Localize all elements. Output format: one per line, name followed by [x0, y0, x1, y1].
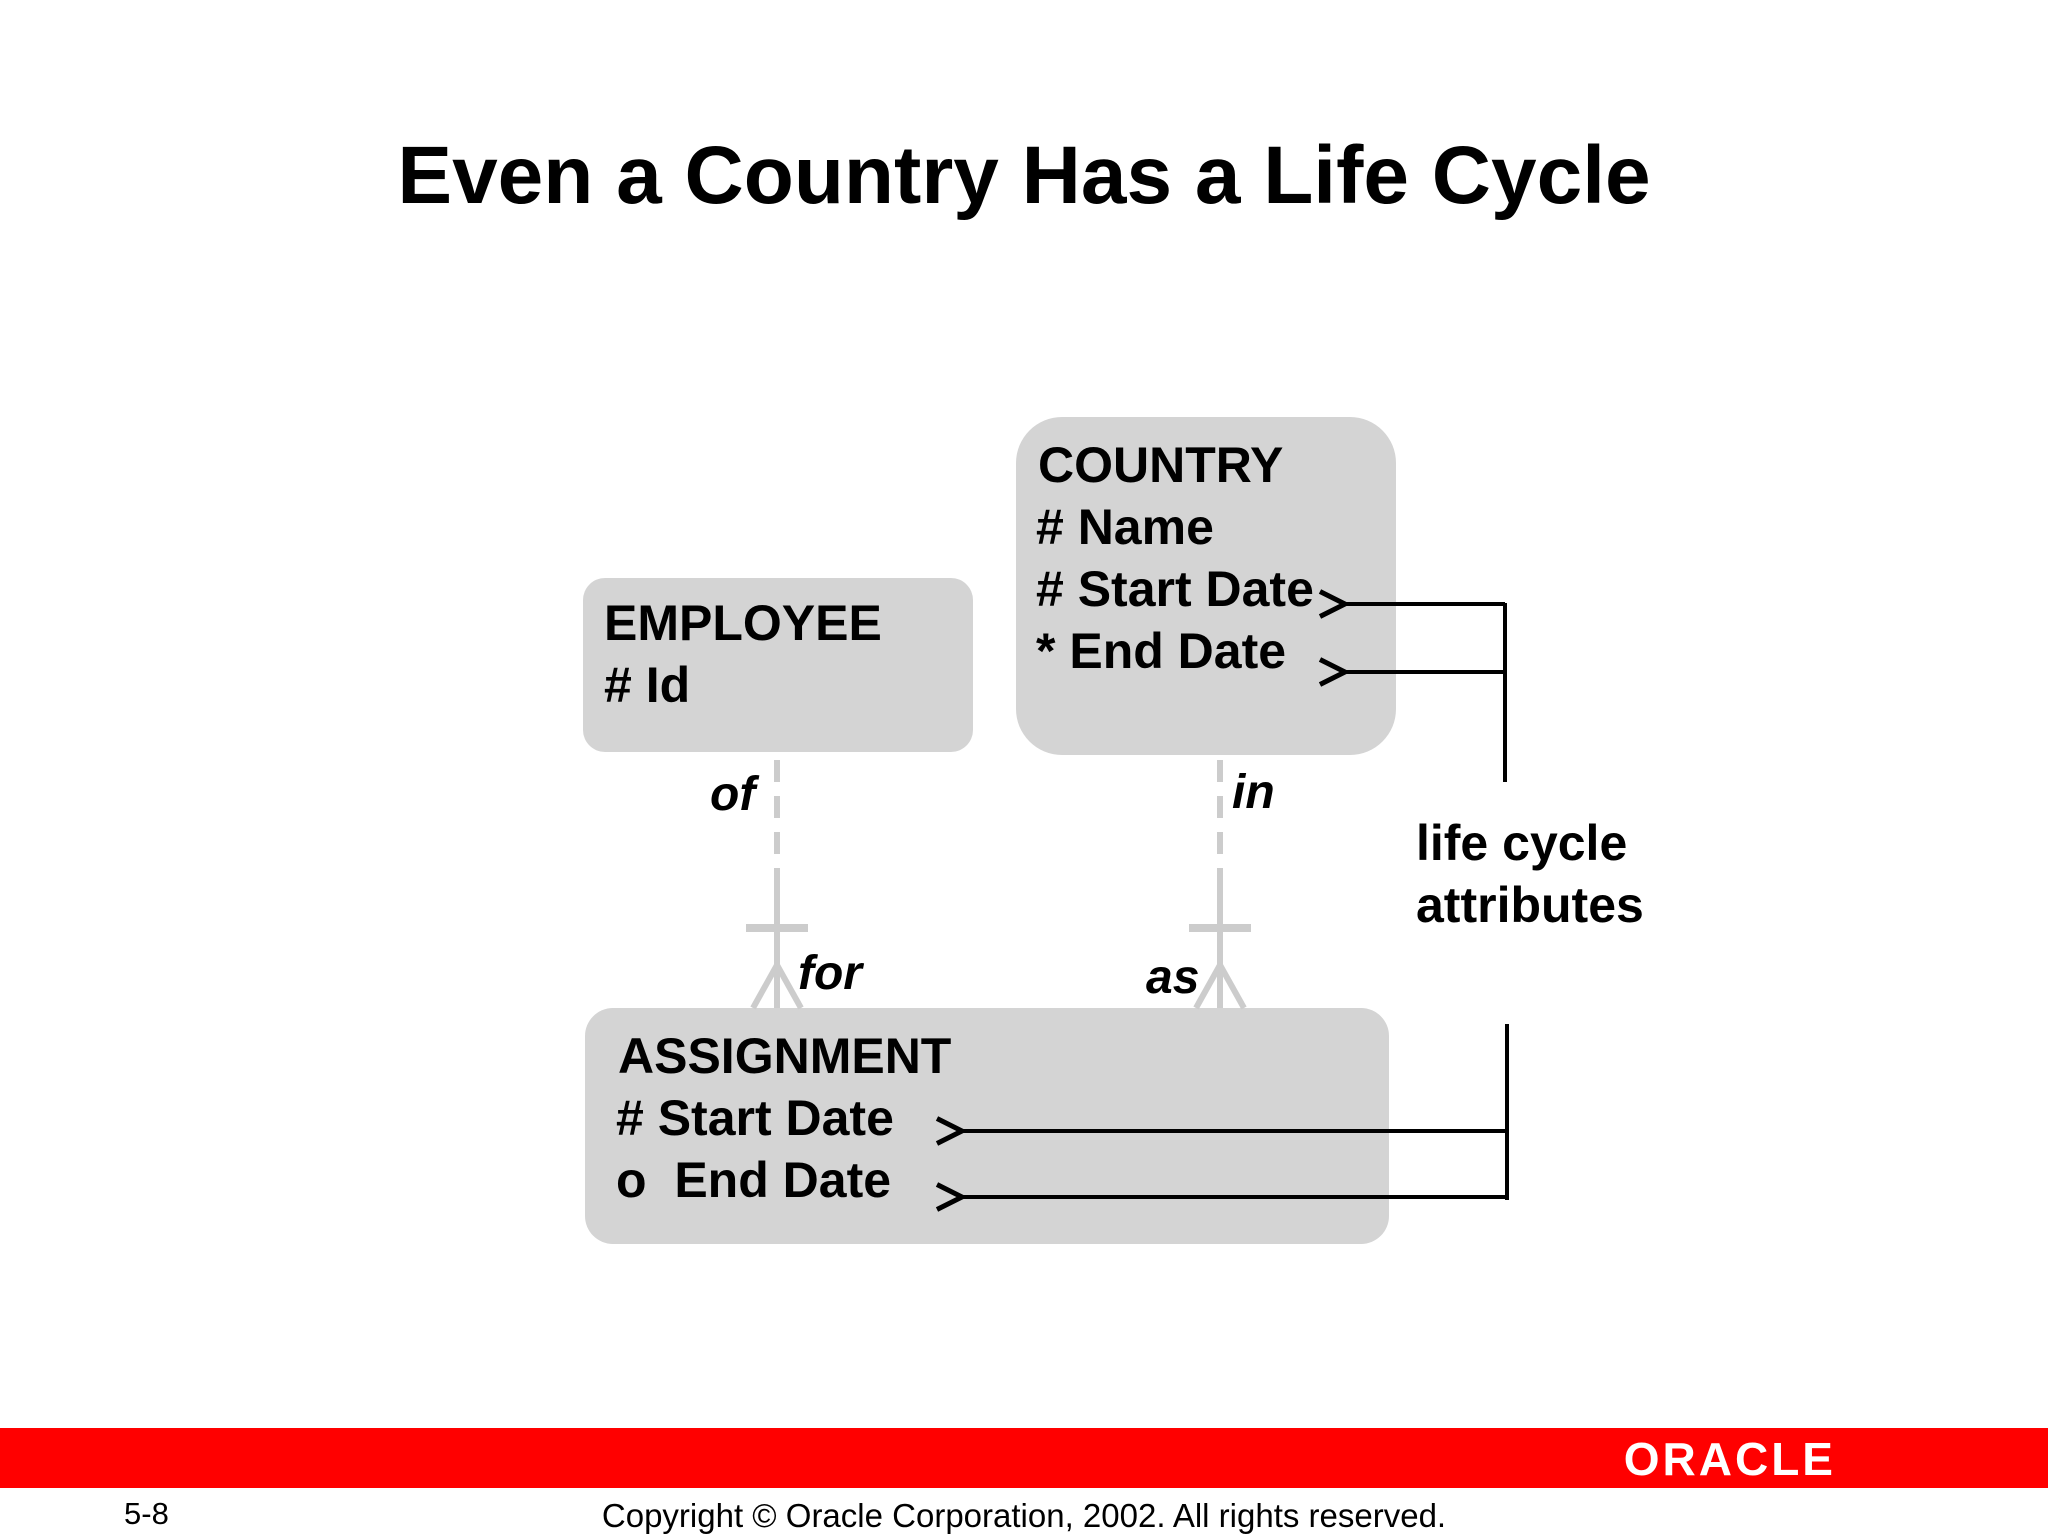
- country-attr-end-date: * End Date: [1036, 623, 1286, 679]
- employee-entity: EMPLOYEE # Id: [583, 578, 973, 752]
- country-entity: COUNTRY # Name # Start Date * End Date: [1016, 417, 1396, 755]
- footer-bar: [0, 1428, 2048, 1488]
- country-crowfoot-left: [1193, 963, 1223, 1010]
- country-attr-start-date: # Start Date: [1036, 561, 1314, 617]
- employee-attr-id: # Id: [604, 657, 690, 713]
- employee-box: [583, 578, 973, 752]
- country-box: [1016, 417, 1396, 755]
- assignment-attr-end-date: o End Date: [616, 1152, 891, 1208]
- lifecycle-connectors: [962, 603, 1509, 1200]
- employee-assignment-relationship: of for: [710, 760, 864, 1010]
- country-assignment-relationship: in as: [1146, 760, 1275, 1010]
- lifecycle-annotation: life cycle attributes: [1416, 815, 1644, 933]
- slide-number: 5-8: [124, 1496, 169, 1531]
- slide-title: Even a Country Has a Life Cycle: [397, 130, 1651, 221]
- annotation-line-2: attributes: [1416, 877, 1644, 933]
- relationship-label-of: of: [710, 768, 759, 821]
- country-attr-name: # Name: [1036, 499, 1214, 555]
- relationship-label-in: in: [1232, 766, 1275, 819]
- annotation-line-1: life cycle: [1416, 815, 1627, 871]
- relationship-label-as: as: [1146, 951, 1199, 1004]
- country-crowfoot-right: [1217, 963, 1247, 1010]
- employee-entity-name: EMPLOYEE: [604, 595, 882, 651]
- copyright-notice: Copyright © Oracle Corporation, 2002. Al…: [601, 1497, 1447, 1534]
- assignment-box: [585, 1008, 1389, 1244]
- relationship-label-for: for: [798, 947, 864, 1000]
- assignment-entity: ASSIGNMENT # Start Date o End Date: [585, 1008, 1389, 1244]
- oracle-logo: ORACLE: [1623, 1433, 1836, 1485]
- country-entity-name: COUNTRY: [1038, 437, 1283, 493]
- employee-crowfoot-right: [774, 963, 804, 1010]
- assignment-attr-start-date: # Start Date: [616, 1090, 894, 1146]
- employee-crowfoot-left: [750, 963, 780, 1010]
- assignment-entity-name: ASSIGNMENT: [618, 1028, 951, 1084]
